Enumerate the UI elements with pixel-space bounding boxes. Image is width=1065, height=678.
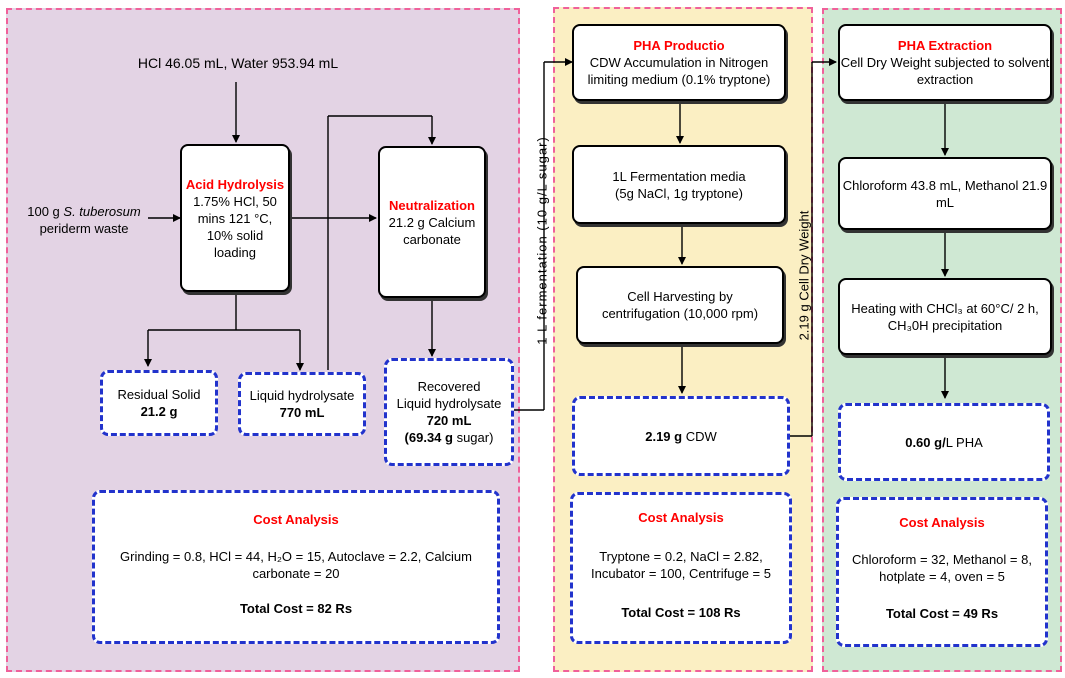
- neutralization-box: Neutralization 21.2 g Calcium carbonate: [378, 146, 486, 298]
- residual-solid-box: Residual Solid 21.2 g: [100, 370, 218, 436]
- feedstock-label: 100 g S. tuberosum periderm waste: [14, 200, 154, 240]
- pha-extraction-box: PHA Extraction Cell Dry Weight subjected…: [838, 24, 1052, 101]
- extraction-cost-line: hotplate = 4, oven = 5: [879, 569, 1005, 584]
- production-cost-box: Cost Analysis Tryptone = 0.2, NaCl = 2.8…: [570, 492, 792, 644]
- acid-hydrolysis-box: Acid Hydrolysis 1.75% HCl, 50 mins 121 °…: [180, 144, 290, 292]
- hydrolysis-cost-line: Grinding = 0.8, HCl = 44, H₂O = 15, Auto…: [120, 549, 472, 564]
- extraction-cost-line: Chloroform = 32, Methanol = 8,: [852, 552, 1032, 567]
- cell-harvesting-box: Cell Harvesting by centrifugation (10,00…: [576, 266, 784, 344]
- extraction-total-cost: Total Cost = 49 Rs: [885, 606, 999, 621]
- neutralization-line: 21.2 g Calcium: [388, 214, 476, 230]
- feedstock-species: S. tuberosum: [63, 204, 141, 219]
- recovered-line: Liquid hydrolysate: [396, 396, 502, 411]
- heating-box: Heating with CHCl₃ at 60°C/ 2 h, CH₃0H p…: [838, 278, 1052, 355]
- recovered-volume: 720 mL: [426, 413, 472, 428]
- transfer-label-cdw: 2.19 g Cell Dry Weight: [796, 210, 812, 341]
- feedstock-type: periderm waste: [39, 221, 129, 236]
- recovered-line: Recovered: [417, 379, 481, 394]
- pha-yield-box: 0.60 g/L PHA: [838, 403, 1050, 481]
- production-total-cost: Total Cost = 108 Rs: [621, 605, 741, 620]
- acid-hydrolysis-line: mins 121 °C,: [197, 210, 273, 226]
- pha-extraction-line: Cell Dry Weight subjected to solvent: [840, 55, 1050, 70]
- pha-yield-unit: L PHA: [945, 434, 983, 450]
- neutralization-title: Neutralization: [389, 197, 475, 213]
- production-cost-line: Tryptone = 0.2, NaCl = 2.82,: [599, 549, 763, 564]
- heating-line: CH₃0H precipitation: [887, 317, 1003, 333]
- cdw-unit: CDW: [682, 428, 717, 444]
- extraction-cost-box: Cost Analysis Chloroform = 32, Methanol …: [836, 497, 1048, 647]
- extraction-cost-title: Cost Analysis: [899, 515, 985, 530]
- acid-input-text: HCl 46.05 mL, Water 953.94 mL: [137, 54, 339, 71]
- hydrolysis-cost-title: Cost Analysis: [253, 512, 339, 527]
- transfer-label-fermentation: 1 L fermentation (10 g/L sugar): [534, 136, 550, 345]
- production-cost-title: Cost Analysis: [638, 510, 724, 525]
- liquid-hydrolysate-label: Liquid hydrolysate: [249, 388, 355, 403]
- fermentation-media-box: 1L Fermentation media (5g NaCl, 1g trypt…: [572, 145, 786, 224]
- pha-production-line: CDW Accumulation in Nitrogen: [589, 55, 769, 70]
- pha-production-box: PHA Productio CDW Accumulation in Nitrog…: [572, 24, 786, 101]
- residual-solid-value: 21.2 g: [140, 404, 178, 419]
- pha-extraction-line: extraction: [916, 72, 974, 87]
- cell-harvesting-line: Cell Harvesting by: [627, 289, 733, 304]
- cdw-amount: 2.19 g: [645, 428, 683, 444]
- recovered-sugar-unit: sugar): [452, 430, 494, 445]
- acid-input-label: HCl 46.05 mL, Water 953.94 mL: [120, 52, 356, 74]
- recovered-hydrolysate-box: Recovered Liquid hydrolysate 720 mL (69.…: [384, 358, 514, 466]
- recovered-sugar-amount: (69.34 g: [404, 430, 453, 445]
- hydrolysis-cost-box: Cost Analysis Grinding = 0.8, HCl = 44, …: [92, 490, 500, 644]
- liquid-hydrolysate-box: Liquid hydrolysate 770 mL: [238, 372, 366, 436]
- residual-solid-label: Residual Solid: [117, 387, 201, 402]
- cdw-result-box: 2.19 g CDW: [572, 396, 790, 476]
- neutralization-line: carbonate: [403, 231, 461, 247]
- production-cost-line: Incubator = 100, Centrifuge = 5: [591, 566, 771, 581]
- acid-hydrolysis-line: loading: [214, 244, 256, 260]
- hydrolysis-total-cost: Total Cost = 82 Rs: [239, 601, 353, 616]
- cell-harvesting-line: centrifugation (10,000 rpm): [601, 306, 759, 321]
- feedstock-amount: 100 g: [27, 204, 64, 219]
- fermentation-media-line: (5g NaCl, 1g tryptone): [615, 185, 743, 201]
- acid-hydrolysis-line: 1.75% HCl, 50: [193, 193, 277, 209]
- pha-extraction-title: PHA Extraction: [897, 38, 993, 53]
- acid-hydrolysis-line: 10% solid: [206, 227, 264, 243]
- pha-yield-amount: 0.60 g/: [905, 434, 946, 450]
- heating-line: Heating with CHCl₃ at 60°C/ 2 h,: [851, 300, 1039, 316]
- pha-production-line: limiting medium (0.1% tryptone): [587, 72, 771, 87]
- solvent-line: Chloroform 43.8 mL, Methanol 21.9: [842, 177, 1048, 193]
- solvent-line: mL: [935, 194, 955, 210]
- acid-hydrolysis-title: Acid Hydrolysis: [185, 176, 285, 192]
- fermentation-media-line: 1L Fermentation media: [612, 168, 746, 184]
- pha-production-title: PHA Productio: [633, 38, 725, 53]
- hydrolysis-cost-line: carbonate = 20: [252, 566, 340, 581]
- solvent-box: Chloroform 43.8 mL, Methanol 21.9 mL: [838, 157, 1052, 230]
- liquid-hydrolysate-value: 770 mL: [279, 405, 325, 420]
